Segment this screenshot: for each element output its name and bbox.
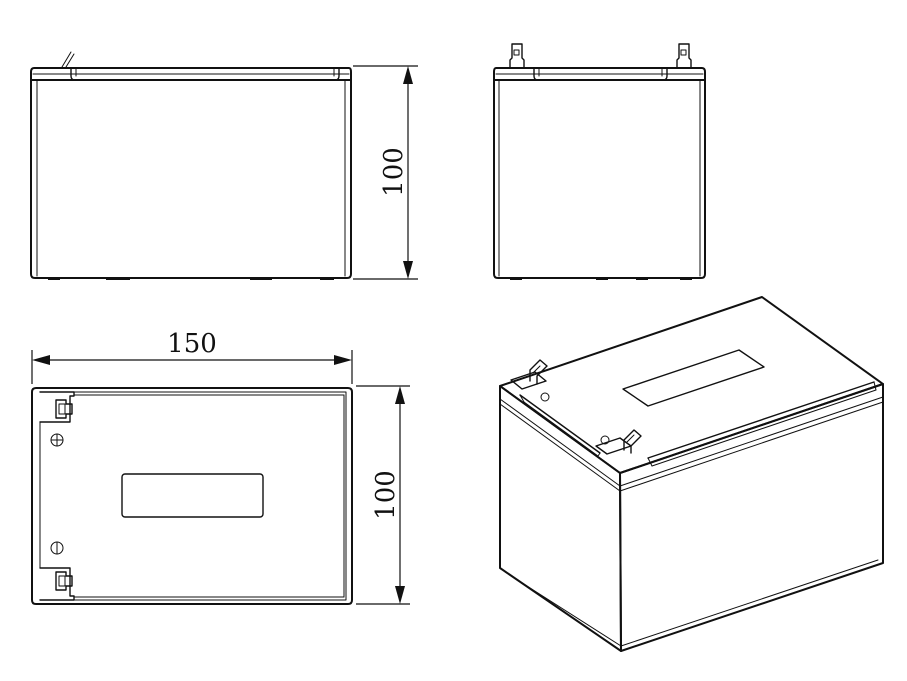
arrowhead — [395, 586, 405, 604]
arrowhead — [395, 386, 405, 404]
iso-label-recess — [622, 349, 765, 407]
terminal-pocket-top — [39, 391, 75, 423]
top-width-label: 150 — [167, 329, 217, 359]
top-depth-dimension: 100 — [356, 385, 410, 605]
iso-terminal-left — [529, 359, 548, 385]
top-depth-label: 100 — [371, 470, 401, 520]
front-height-label: 100 — [379, 147, 409, 197]
top-width-dimension: 150 — [31, 329, 353, 384]
arrowhead — [403, 66, 413, 84]
arrowhead — [403, 261, 413, 279]
terminal-pocket-bottom — [39, 567, 75, 601]
top-view — [31, 387, 353, 605]
side-view — [493, 43, 706, 280]
iso-positive-marking — [540, 392, 550, 402]
iso-negative-marking — [600, 435, 610, 445]
iso-terminal-right — [623, 429, 642, 454]
arrowhead — [334, 355, 352, 365]
front-view — [30, 51, 352, 280]
arrowhead — [32, 355, 50, 365]
isometric-view — [499, 296, 884, 652]
positive-marking — [50, 433, 64, 447]
terminal-right — [676, 43, 692, 69]
label-recess — [121, 473, 264, 518]
terminal-left — [509, 43, 525, 69]
front-height-dimension: 100 — [353, 65, 418, 280]
negative-marking — [50, 541, 64, 555]
